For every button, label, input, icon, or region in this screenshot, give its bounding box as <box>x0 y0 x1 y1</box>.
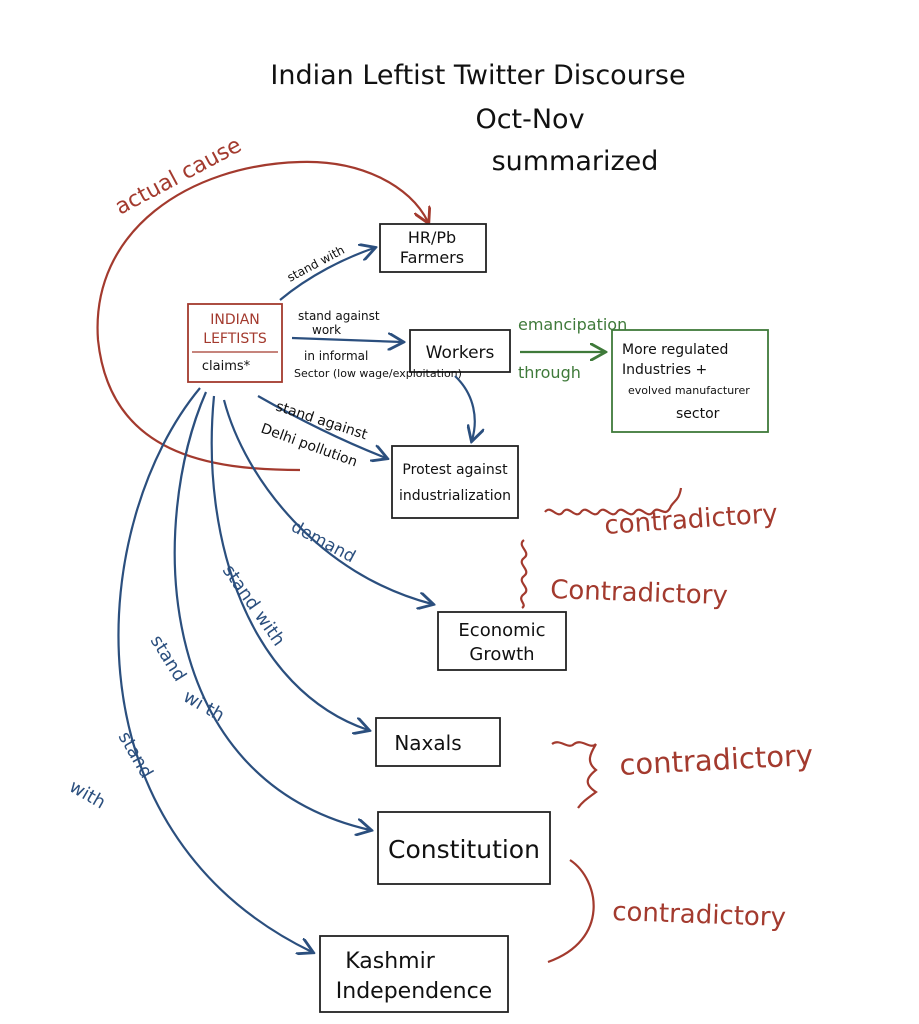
naxals-label: Naxals <box>394 731 461 755</box>
label-stand-against-work-2: work <box>312 323 341 337</box>
edge-workers-to-protest <box>454 375 475 440</box>
label-stand-with-naxals: stand with <box>218 561 289 650</box>
node-indian-leftists <box>187 303 283 383</box>
farmers-line-2: Farmers <box>400 248 464 267</box>
node-workers <box>409 329 511 373</box>
farmers-line-1: HR/Pb <box>408 228 456 247</box>
industries-line-2: Industries + <box>622 362 707 378</box>
title-line-2: Oct-Nov <box>475 104 584 135</box>
label-through: through <box>518 363 581 382</box>
node-naxals <box>375 717 501 767</box>
kashmir-line-1: Kashmir <box>345 949 435 974</box>
label-informal-2: Sector (low wage/exploitation) <box>294 367 462 380</box>
edge-actual-cause <box>96 160 428 472</box>
label-stand-against-work-1: stand against <box>298 309 380 323</box>
squiggle-1 <box>544 487 683 516</box>
contradictory-2: Contradictory <box>550 575 729 611</box>
edge-stand-with-farmers <box>279 248 374 301</box>
label-actual-cause: actual cause <box>111 133 246 220</box>
protest-line-1: Protest against <box>402 462 508 478</box>
edge-stand-with-naxals <box>210 395 368 730</box>
label-stand-with-constitution-2: wi th <box>180 686 229 726</box>
edge-stand-against-work <box>291 338 402 342</box>
edge-demand <box>222 399 432 604</box>
node-farmers <box>379 223 487 273</box>
industries-line-4: sector <box>676 406 720 422</box>
edge-stand-with-kashmir <box>117 387 312 952</box>
bracket-4 <box>547 859 595 964</box>
squiggle-3 <box>551 741 598 809</box>
label-demand: demand <box>288 517 359 567</box>
edge-stand-with-constitution <box>173 391 370 830</box>
contradictory-1: contradictory <box>603 499 778 541</box>
industries-line-1: More regulated <box>622 342 728 358</box>
squiggle-2 <box>520 539 528 609</box>
node-constitution <box>377 811 551 885</box>
leftists-line-1: INDIAN <box>210 312 260 328</box>
edge-stand-against-pollution <box>257 395 386 458</box>
leftists-line-2: LEFTISTS <box>203 331 267 347</box>
node-kashmir <box>319 935 509 1013</box>
contradictory-4: contradictory <box>612 897 787 933</box>
title-line-3: summarized <box>492 146 659 177</box>
node-protest <box>391 445 519 519</box>
growth-line-1: Economic <box>458 620 545 641</box>
leftists-claims: claims* <box>202 359 251 374</box>
workers-label: Workers <box>426 343 495 363</box>
label-stand-with-kashmir-1: stand <box>114 728 157 782</box>
node-industries <box>611 329 769 433</box>
growth-line-2: Growth <box>469 644 534 665</box>
title-line-1: Indian Leftist Twitter Discourse <box>270 60 685 91</box>
contradictory-3: contradictory <box>619 738 814 782</box>
node-economic-growth <box>437 611 567 671</box>
label-informal-1: in informal <box>304 349 368 363</box>
kashmir-line-2: Independence <box>336 979 492 1004</box>
constitution-label: Constitution <box>388 835 540 864</box>
industries-line-3: evolved manufacturer <box>628 384 750 397</box>
label-stand-with-kashmir-2: with <box>66 776 110 813</box>
protest-line-2: industrialization <box>399 488 511 504</box>
label-emancipation: emancipation <box>518 315 627 334</box>
